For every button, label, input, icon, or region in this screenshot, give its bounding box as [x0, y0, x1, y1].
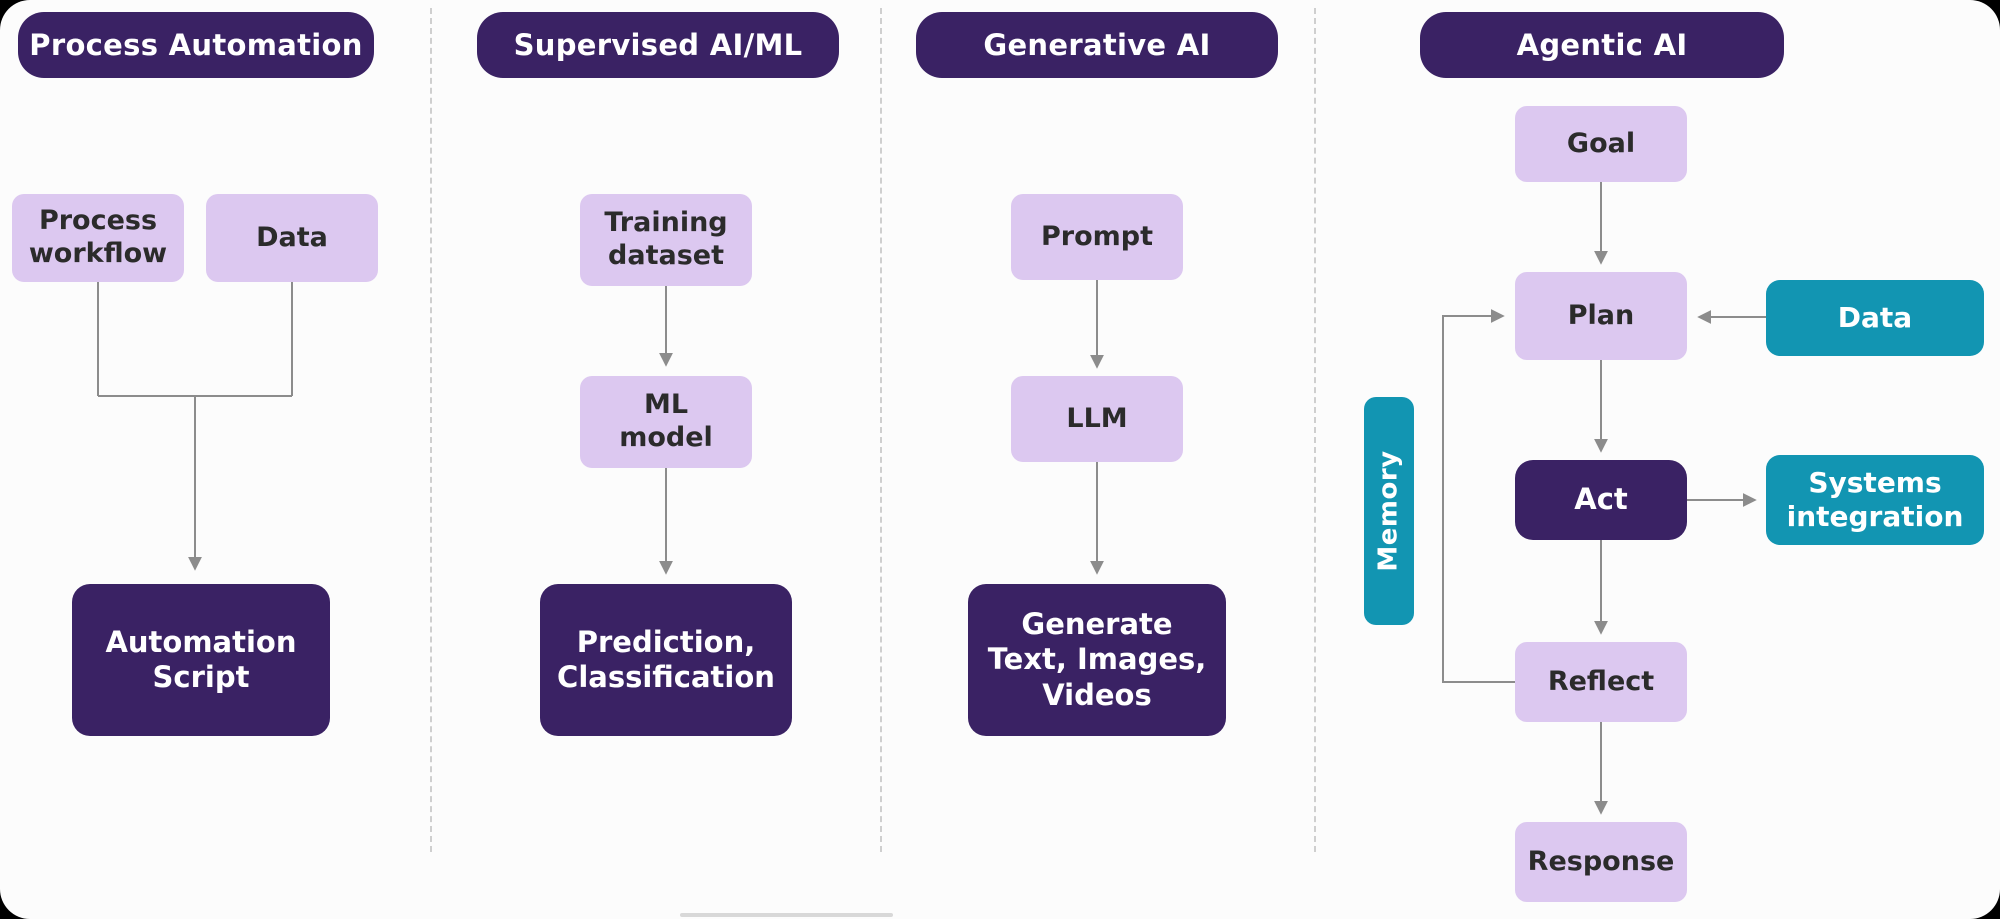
header-supervised-ai-ml: Supervised AI/ML	[477, 12, 839, 78]
node-data-input: Data	[206, 194, 378, 282]
loop-reflect-to-plan	[1442, 309, 1515, 683]
node-prompt: Prompt	[1011, 194, 1183, 280]
header-generative-ai: Generative AI	[916, 12, 1278, 78]
node-goal: Goal	[1515, 106, 1687, 182]
node-prediction-classification: Prediction, Classification	[540, 584, 792, 736]
merge-lines-process-data	[97, 282, 293, 397]
node-ml-model: ML model	[580, 376, 752, 468]
memory-label: Memory	[1374, 450, 1405, 572]
node-response: Response	[1515, 822, 1687, 902]
node-generate-output: Generate Text, Images, Videos	[968, 584, 1226, 736]
node-process-workflow: Process workflow	[12, 194, 184, 282]
node-llm: LLM	[1011, 376, 1183, 462]
node-act: Act	[1515, 460, 1687, 540]
column-divider-1	[430, 8, 432, 852]
column-divider-3	[1314, 8, 1316, 852]
node-training-dataset: Training dataset	[580, 194, 752, 286]
node-plan: Plan	[1515, 272, 1687, 360]
node-reflect: Reflect	[1515, 642, 1687, 722]
node-automation-script: Automation Script	[72, 584, 330, 736]
bottom-progress-bar	[680, 913, 893, 917]
header-agentic-ai: Agentic AI	[1420, 12, 1784, 78]
column-divider-2	[880, 8, 882, 852]
header-process-automation: Process Automation	[18, 12, 374, 78]
node-systems-integration: Systems integration	[1766, 455, 1984, 545]
node-data-teal: Data	[1766, 280, 1984, 356]
node-memory: Memory	[1364, 397, 1414, 625]
